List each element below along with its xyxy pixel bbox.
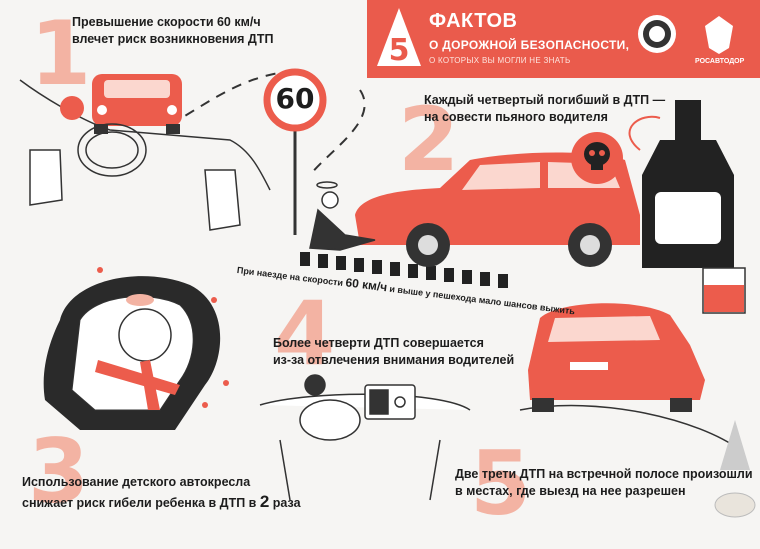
fact-4-text: Более четверти ДТП совершается из-за отв… xyxy=(273,335,514,369)
fact-5-line-2: в местах, где выезд на нее разрешен xyxy=(455,483,686,498)
badge-number: 5 xyxy=(389,33,410,68)
rosavtodor-emblem-icon xyxy=(705,16,733,54)
tree-icon xyxy=(714,420,756,518)
fact-5-line-1: Две трети ДТП на встречной полосе произо… xyxy=(455,467,753,481)
fact-number-1: 1 xyxy=(30,2,92,105)
fact-2-line-1: Каждый четвертый погибший в ДТП — xyxy=(424,93,666,107)
banner-title: ФАКТОВ xyxy=(429,10,518,32)
distracted-driver-illustration xyxy=(259,374,471,501)
road-dash-line xyxy=(169,69,366,176)
heart-decorations xyxy=(97,267,229,408)
pedestrian-illustration xyxy=(309,181,376,251)
front-car-illustration xyxy=(92,74,182,134)
fact-2-line-2: на совести пьяного водителя xyxy=(424,109,608,124)
fact-1-line-2: влечет риск возникновения ДТП xyxy=(72,31,274,46)
child-seat-illustration xyxy=(43,276,221,430)
rosavtodor-logo-text: РОСАВТОДОР xyxy=(695,58,745,65)
speed-limit-sign xyxy=(263,68,327,235)
fact-number-4: 4 xyxy=(274,282,336,385)
car-interior-illustration xyxy=(19,79,271,231)
skull-icon xyxy=(571,132,623,184)
fact-3-line-2-after: раза xyxy=(269,495,301,510)
banner-tagline: О КОТОРЫХ ВЫ МОГЛИ НЕ ЗНАТЬ xyxy=(429,56,571,65)
bottle-illustration xyxy=(628,100,734,268)
banner-subtitle: О ДОРОЖНОЙ БЕЗОПАСНОСТИ, xyxy=(429,38,630,52)
header-banner: 5 ФАКТОВ О ДОРОЖНОЙ БЕЗОПАСНОСТИ, О КОТО… xyxy=(367,0,760,78)
fact-4-line-2: из-за отвлечения внимания водителей xyxy=(273,352,515,367)
speed-limit-value: 60 xyxy=(275,82,315,115)
fact-number-5: 5 xyxy=(470,432,532,535)
fact-3-multiplier: 2 xyxy=(259,491,270,511)
fact-5-text: Две трети ДТП на встречной полосе произо… xyxy=(455,466,753,500)
fact-3-line-1: Использование детского автокресла xyxy=(22,475,251,489)
rear-car-illustration xyxy=(528,303,705,412)
warning-badge-icon: 5 xyxy=(377,8,421,68)
fact-number-3: 3 xyxy=(28,420,90,523)
fact-1-line-1: Превышение скорости 60 км/ч xyxy=(72,15,261,29)
fact-3-line-2-before: снижает риск гибели ребенка в ДТП в xyxy=(22,495,260,510)
crosswalk xyxy=(300,252,508,288)
road-line xyxy=(519,404,741,451)
side-car-illustration xyxy=(355,152,640,267)
fact-4-line-1: Более четверти ДТП совершается xyxy=(273,336,484,350)
fact-1-text: Превышение скорости 60 км/ч влечет риск … xyxy=(72,14,273,48)
glass-illustration xyxy=(702,267,746,314)
fact-number-2: 2 xyxy=(398,88,460,191)
police-emblem-icon xyxy=(638,15,676,53)
fact-3-line-2: снижает риск гибели ребенка в ДТП в 2 ра… xyxy=(22,491,301,514)
fact-3-text: Использование детского автокресла снижае… xyxy=(22,474,301,514)
fact-2-text: Каждый четвертый погибший в ДТП — на сов… xyxy=(424,92,665,126)
